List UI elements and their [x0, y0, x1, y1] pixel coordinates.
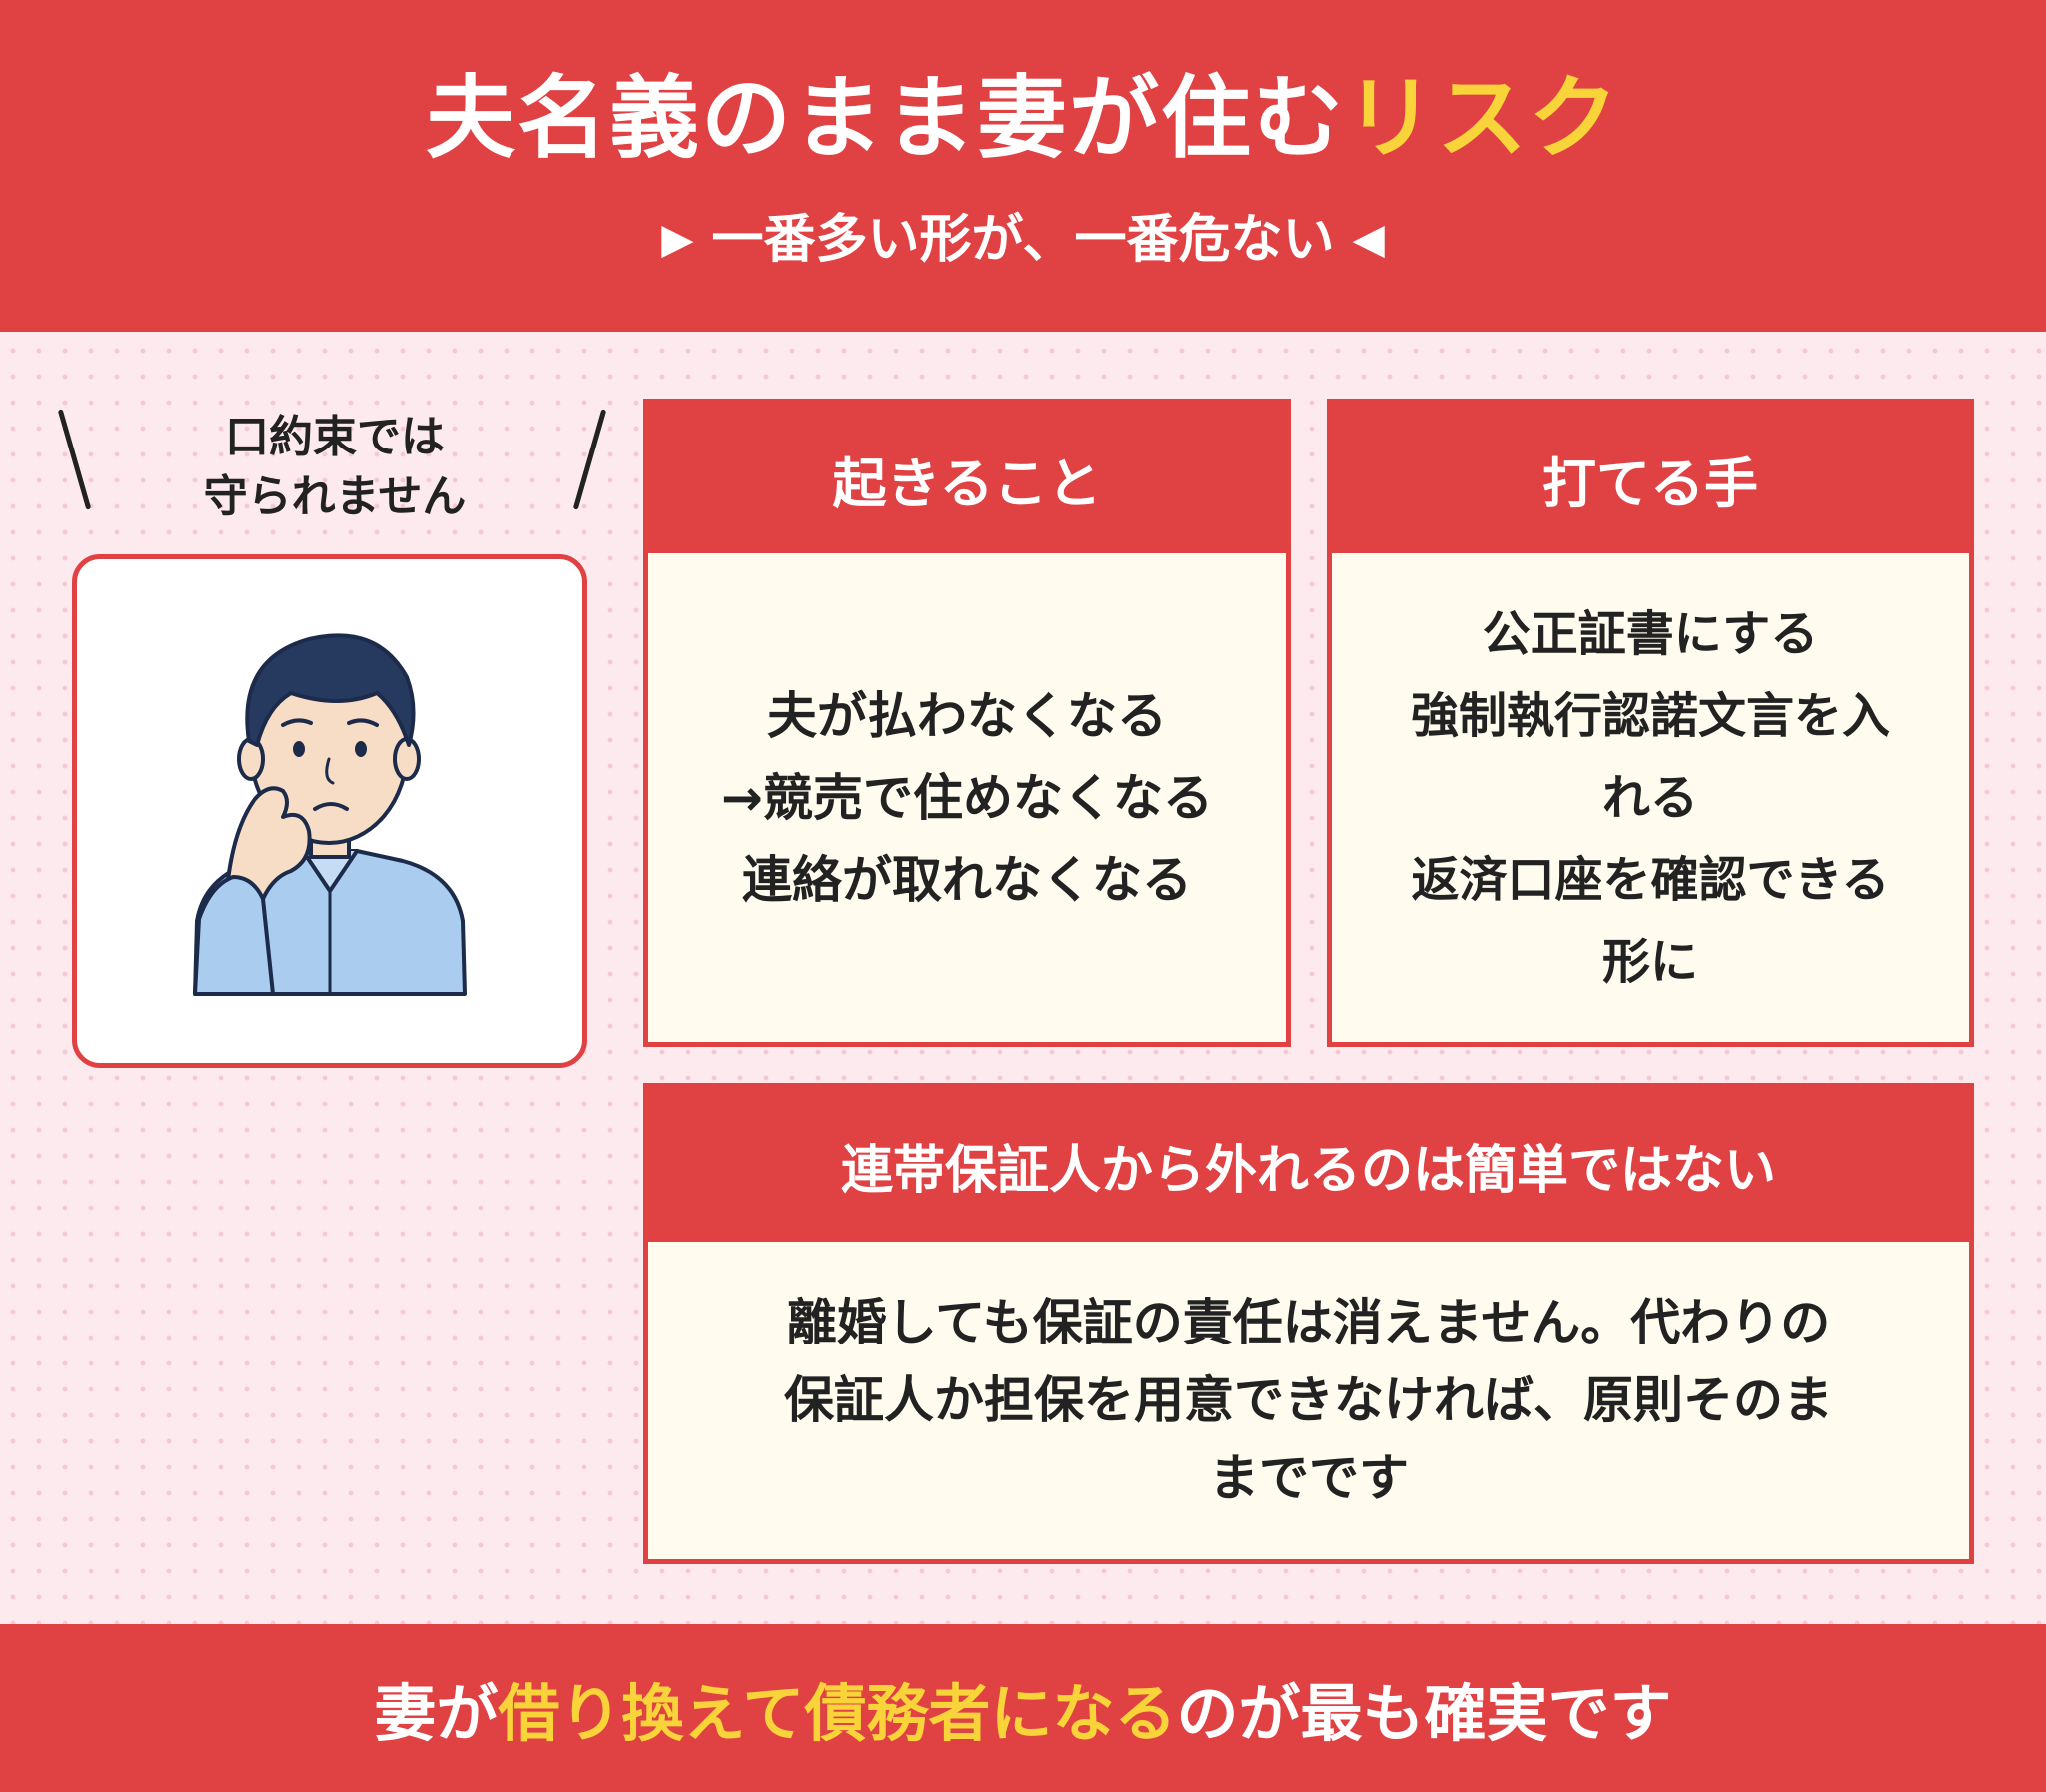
card-measures-line: 返済口座を確認できる [1411, 851, 1890, 908]
card-what-happens-title: 起きること [648, 404, 1286, 553]
page-title: 夫名義のまま妻が住むリスク [0, 64, 2046, 174]
card-guarantor: 連帯保証人から外れるのは簡単ではない 離婚しても保証の責任は消えません。代わりの… [643, 1083, 1974, 1564]
card-guarantor-line: までです [1209, 1449, 1409, 1507]
card-what-happens-line: →競売で住めなくなる [721, 768, 1213, 827]
play-triangle-icon: ▶ [661, 214, 694, 263]
card-measures-title: 打てる手 [1332, 404, 1969, 553]
caption-line-1: 口約束では [225, 412, 445, 462]
reverse-triangle-icon: ◀ [1352, 214, 1385, 263]
subtitle-text: 一番多い形が、一番危ない [711, 210, 1335, 270]
card-guarantor-body: 離婚しても保証の責任は消えません。代わりの 保証人か担保を用意できなければ、原則… [648, 1242, 1969, 1559]
page-subtitle: ▶ 一番多い形が、一番危ない ◀ [0, 204, 2046, 275]
card-what-happens-line: 夫が払わなくなる [767, 686, 1167, 745]
footer-highlight: 借り換えて債務者になる [498, 1677, 1177, 1750]
card-measures-body: 公正証書にする 強制執行認諾文言を入 れる 返済口座を確認できる 形に [1332, 553, 1969, 1042]
speech-caption: 口約束では 守られません [160, 408, 510, 527]
card-measures-line: 公正証書にする [1482, 605, 1819, 662]
emphasis-mark-right [572, 409, 607, 510]
card-measures-line: れる [1601, 769, 1698, 826]
caption-line-2: 守られません [203, 471, 467, 522]
card-measures-line: 形に [1601, 933, 1698, 990]
footer-banner: 妻が借り換えて債務者になるのが最も確実です [0, 1624, 2046, 1792]
card-what-happens-line: 連絡が取れなくなる [742, 850, 1192, 909]
title-main: 夫名義のまま妻が住む [426, 66, 1345, 171]
card-what-happens: 起きること 夫が払わなくなる →競売で住めなくなる 連絡が取れなくなる [643, 399, 1291, 1047]
card-guarantor-line: 離婚しても保証の責任は消えません。代わりの [786, 1294, 1831, 1351]
card-measures: 打てる手 公正証書にする 強制執行認諾文言を入 れる 返済口座を確認できる 形に [1327, 399, 1974, 1047]
emphasis-mark-left [57, 409, 92, 510]
header-banner: 夫名義のまま妻が住むリスク ▶ 一番多い形が、一番危ない ◀ [0, 0, 2046, 332]
card-guarantor-title: 連帯保証人から外れるのは簡単ではない [648, 1088, 1969, 1242]
card-guarantor-line: 保証人か担保を用意できなければ、原則そのま [784, 1371, 1833, 1429]
card-measures-line: 強制執行認諾文言を入 [1410, 687, 1890, 744]
illustration-frame [72, 554, 587, 1068]
worried-man-illustration [193, 633, 467, 996]
title-accent: リスク [1345, 66, 1620, 171]
card-what-happens-body: 夫が払わなくなる →競売で住めなくなる 連絡が取れなくなる [648, 553, 1286, 1042]
footer-text-1: 妻が [374, 1677, 499, 1750]
footer-text-2: のが最も確実です [1176, 1677, 1672, 1750]
